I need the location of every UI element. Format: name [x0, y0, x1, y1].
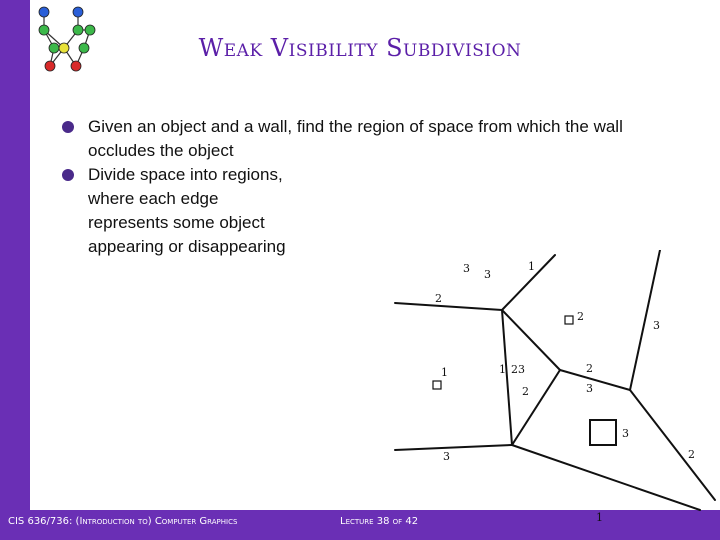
slide-title: Weak Visibility Subdivision — [198, 34, 522, 62]
region-label: 3 — [463, 262, 470, 275]
object-square-small-left — [432, 380, 442, 390]
left-sidebar-band — [0, 0, 30, 540]
region-label: 2 — [688, 448, 695, 461]
region-label: 1 — [441, 366, 448, 379]
region-label: 1 — [528, 260, 535, 273]
footer-course: CIS 636/736: (Introduction to) Computer … — [8, 516, 238, 527]
edge — [511, 369, 561, 446]
bullet-list: Given an object and a wall, find the reg… — [62, 115, 682, 259]
region-label: 3 — [586, 382, 593, 395]
edge — [394, 302, 503, 311]
edge — [394, 444, 513, 451]
region-label: 3 — [622, 427, 629, 440]
region-label: 23 — [511, 363, 525, 376]
region-label: 3 — [484, 268, 491, 281]
edge — [559, 369, 631, 391]
bullet-dot-icon — [62, 121, 74, 133]
edge — [511, 444, 701, 511]
region-label: 2 — [435, 292, 442, 305]
region-label: 1 — [596, 511, 603, 524]
object-square-large — [589, 419, 617, 446]
bullet-text: Given an object and a wall, find the reg… — [88, 117, 623, 160]
visibility-subdivision-diagram: 3 3 1 2 2 3 1 1 23 2 3 2 3 3 2 1 — [394, 250, 716, 524]
bullet-item: Given an object and a wall, find the reg… — [62, 115, 682, 163]
footer-bar — [0, 510, 720, 540]
object-square-small-right — [564, 315, 574, 325]
edge — [501, 254, 556, 311]
region-label: 2 — [522, 385, 529, 398]
bullet-dot-icon — [62, 169, 74, 181]
region-label: 1 — [499, 363, 506, 376]
edge — [629, 250, 661, 391]
region-label: 2 — [586, 362, 593, 375]
region-label: 3 — [443, 450, 450, 463]
edge — [501, 309, 513, 446]
region-label: 3 — [653, 319, 660, 332]
footer-lecture: Lecture 38 of 42 — [340, 516, 419, 527]
region-label: 2 — [577, 310, 584, 323]
bullet-item: Divide space into regions, where each ed… — [62, 163, 682, 259]
corner-curve — [30, 480, 60, 510]
graph-logo-icon — [38, 6, 96, 72]
edge — [501, 309, 561, 371]
edge — [629, 389, 716, 501]
bullet-text: Divide space into regions, where each ed… — [88, 165, 286, 256]
